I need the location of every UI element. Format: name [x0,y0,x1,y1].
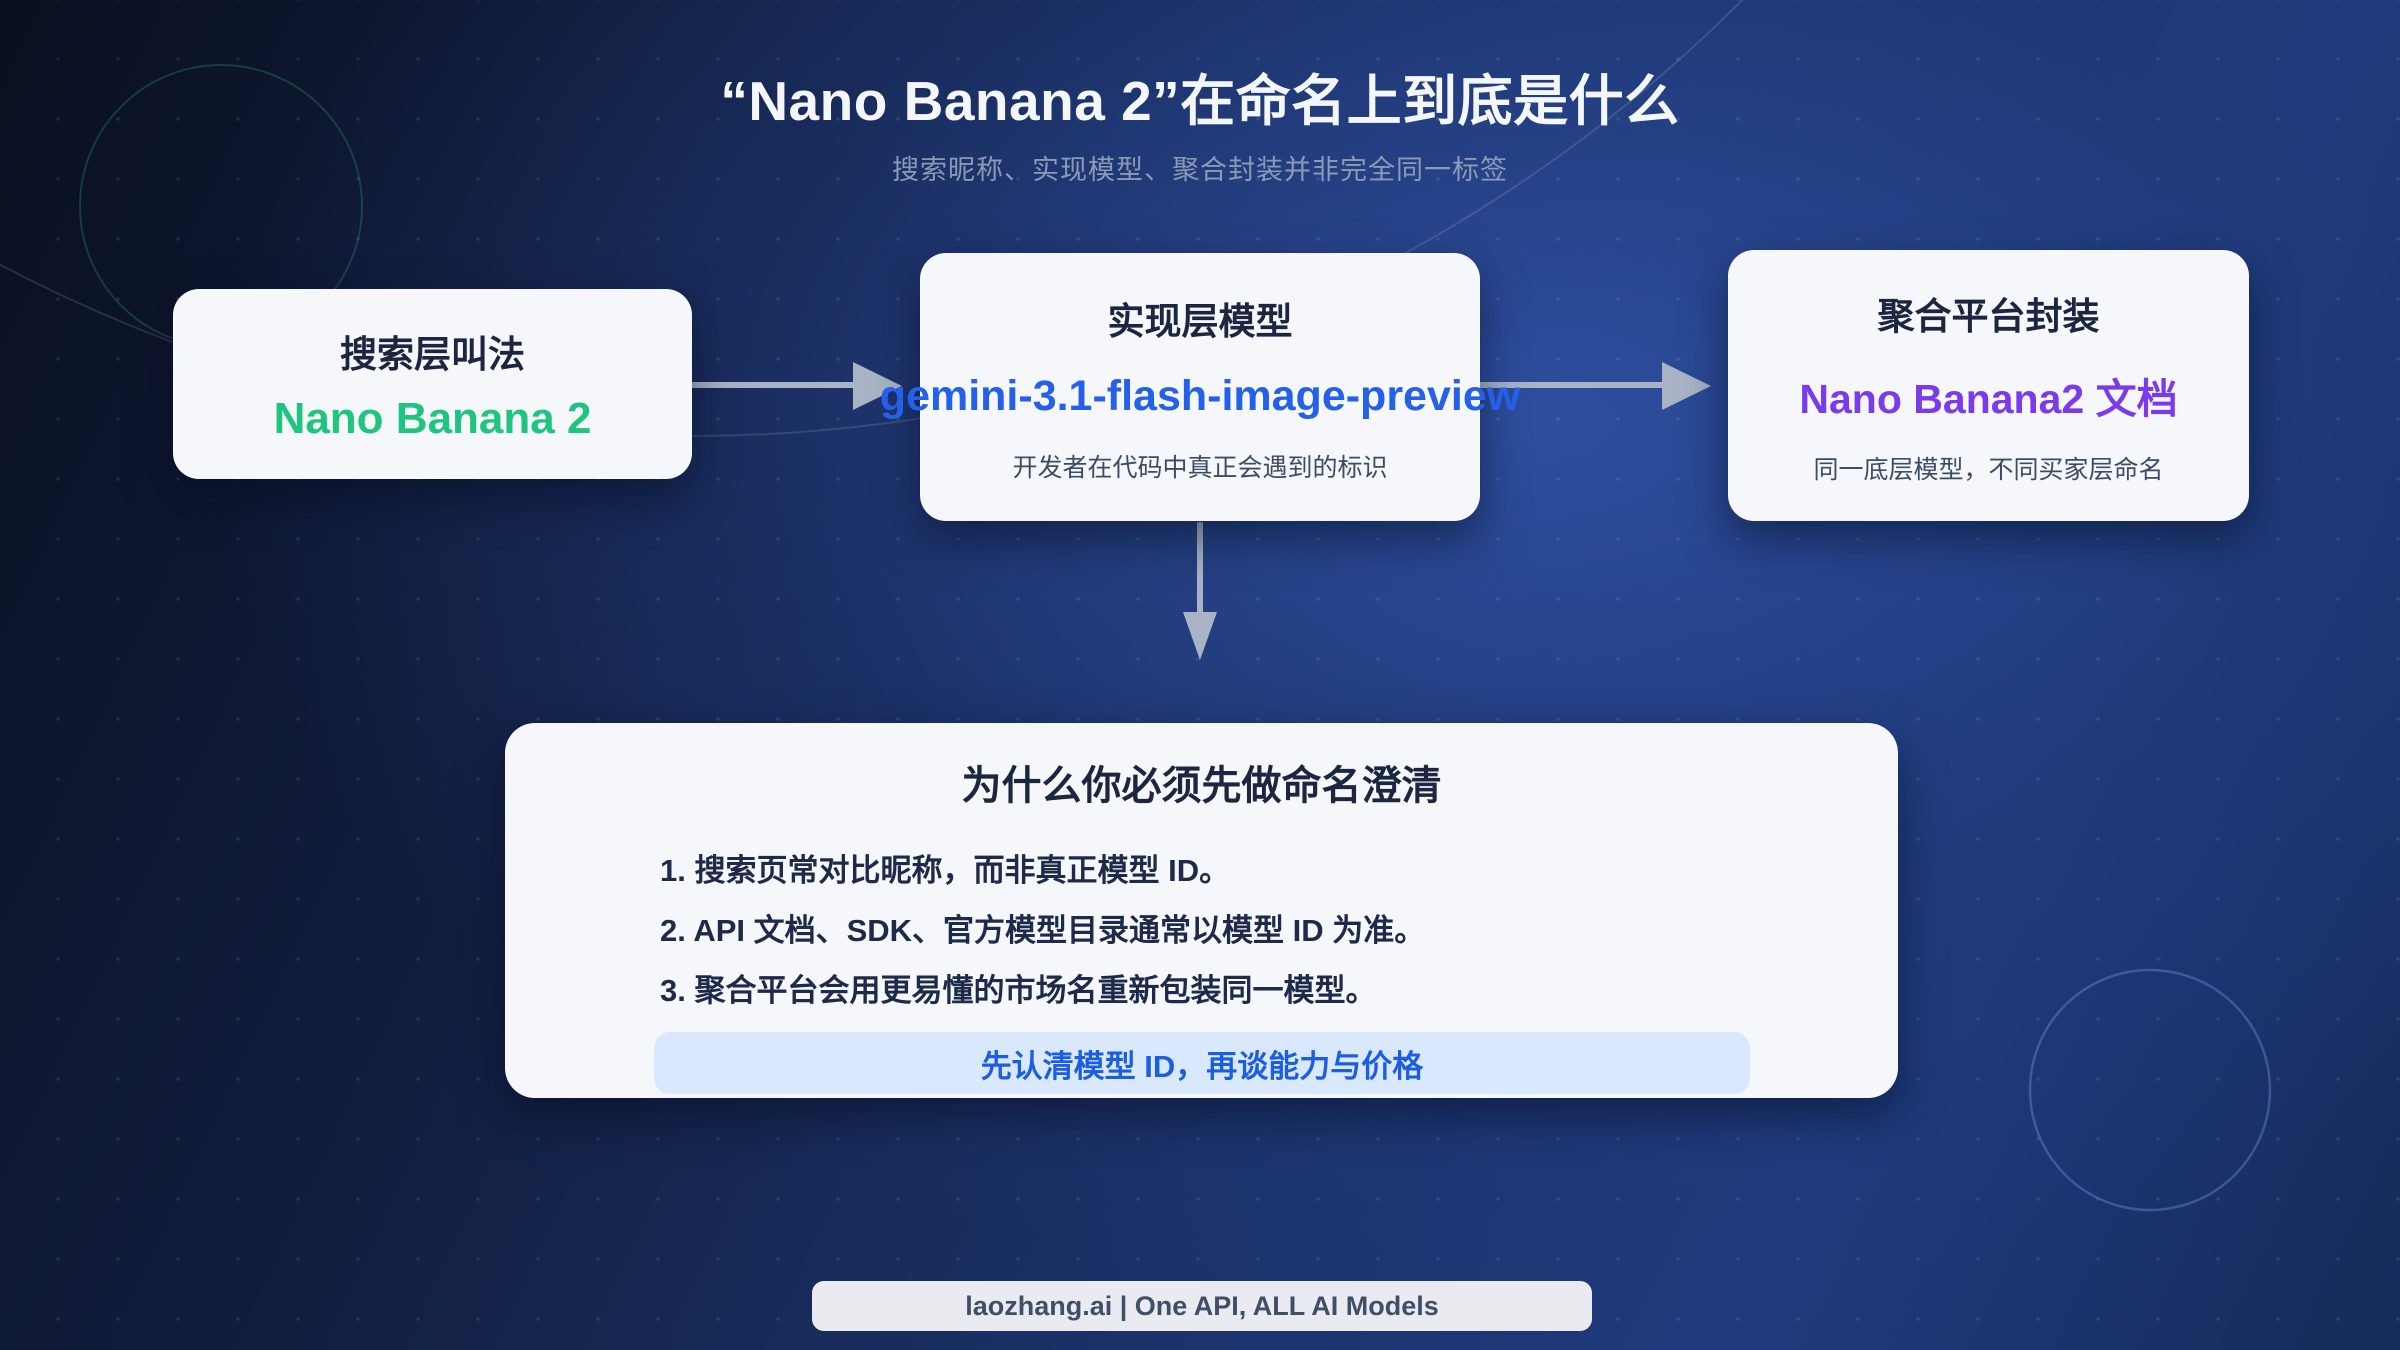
page-subtitle: 搜索昵称、实现模型、聚合封装并非完全同一标签 [892,155,1508,185]
why-list-item: 3. 聚合平台会用更易懂的市场名重新包装同一模型。 [660,973,1377,1008]
card-platform-title: 聚合平台封装 [1877,295,2100,337]
why-title: 为什么你必须先做命名澄清 [961,764,1442,808]
card-model-title: 实现层模型 [1107,300,1293,342]
card-platform-layer: 聚合平台封装 Nano Banana2 文档 同一底层模型，不同买家层命名 [1728,250,2249,521]
why-list-item: 2. API 文档、SDK、官方模型目录通常以模型 ID 为准。 [660,913,1426,948]
page-title: “Nano Banana 2”在命名上到底是什么 [720,70,1680,132]
why-list-item: 1. 搜索页常对比昵称，而非真正模型 ID。 [660,853,1231,888]
arrow-right-icon [692,362,902,410]
card-platform-value: Nano Banana2 文档 [1799,375,2178,422]
card-model-layer: 实现层模型 gemini-3.1-flash-image-preview 开发者… [880,253,1520,521]
card-search-layer: 搜索层叫法 Nano Banana 2 [173,289,692,479]
card-platform-note: 同一底层模型，不同买家层命名 [1813,455,2164,484]
why-list: 1. 搜索页常对比昵称，而非真正模型 ID。 2. API 文档、SDK、官方模… [660,841,1425,1021]
card-search-title: 搜索层叫法 [340,334,525,375]
footer-brand-pill: laozhang.ai | One API, ALL AI Models [812,1281,1592,1331]
arrow-down-icon [1183,522,1217,660]
card-model-value: gemini-3.1-flash-image-preview [879,371,1521,420]
card-model-note: 开发者在代码中真正会遇到的标识 [1012,453,1388,482]
card-why-clarify: 为什么你必须先做命名澄清 1. 搜索页常对比昵称，而非真正模型 ID。 2. A… [505,723,1898,1098]
card-search-value: Nano Banana 2 [273,394,592,443]
blue-circle-decoration [2028,968,2272,1212]
why-highlight-banner: 先认清模型 ID，再谈能力与价格 [654,1032,1750,1094]
